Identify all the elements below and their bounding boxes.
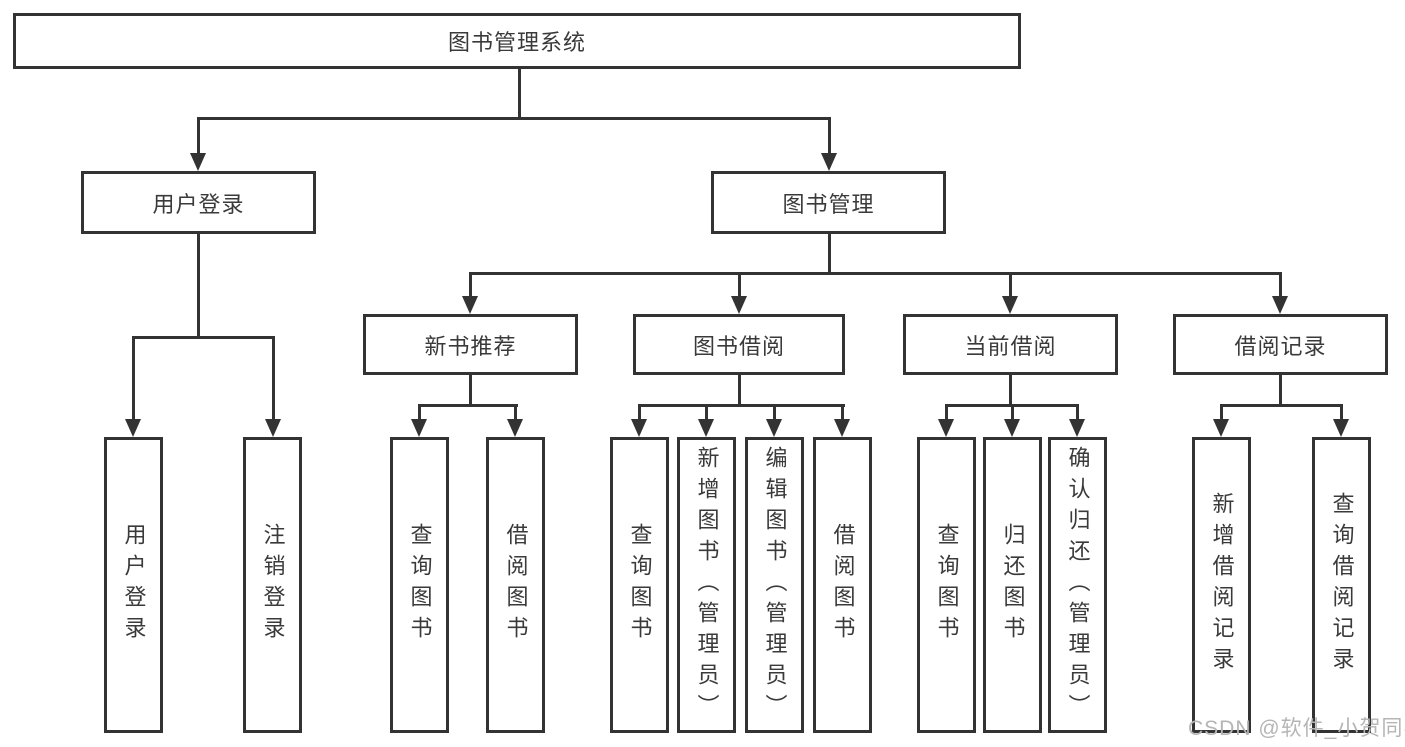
connector-hline xyxy=(1220,404,1343,407)
arrow-down-icon xyxy=(698,419,714,437)
connector-vline xyxy=(705,404,708,420)
leaf-confirm-return-admin-label: 确认归还（管理员） xyxy=(1065,445,1091,725)
connector-vline xyxy=(469,272,472,298)
node-root-label: 图书管理系统 xyxy=(447,30,586,55)
node-borrow-records: 借阅记录 xyxy=(1173,314,1388,375)
leaf-query-books-current: 查询图书 xyxy=(917,437,976,733)
arrow-down-icon xyxy=(462,296,478,314)
connector-vline xyxy=(1279,272,1282,298)
node-book-management: 图书管理 xyxy=(711,171,946,234)
connector-vline xyxy=(773,404,776,420)
node-book-borrow-label: 图书借阅 xyxy=(692,333,785,359)
leaf-query-books-recommend: 查询图书 xyxy=(390,437,449,733)
leaf-query-borrow-record: 查询借阅记录 xyxy=(1312,437,1371,733)
leaf-edit-book-admin-label: 编辑图书（管理员） xyxy=(762,445,788,725)
arrow-down-icon xyxy=(265,419,281,437)
leaf-query-books-borrow: 查询图书 xyxy=(610,437,669,733)
connector-vline xyxy=(197,117,200,155)
arrow-down-icon xyxy=(411,419,427,437)
node-user-login: 用户登录 xyxy=(81,171,316,234)
connector-hline xyxy=(469,272,1282,275)
leaf-borrow-books-borrow-label: 借阅图书 xyxy=(830,523,856,647)
connector-vline xyxy=(841,404,844,420)
connector-vline xyxy=(828,234,831,275)
leaf-user-login-label: 用户登录 xyxy=(121,523,147,647)
connector-vline xyxy=(469,375,472,407)
leaf-user-login: 用户登录 xyxy=(104,437,163,733)
arrow-down-icon xyxy=(1004,419,1020,437)
connector-hline xyxy=(418,404,518,407)
node-book-borrow: 图书借阅 xyxy=(633,314,845,375)
arrow-down-icon xyxy=(821,153,837,171)
leaf-return-book-label: 归还图书 xyxy=(1000,523,1026,647)
leaf-borrow-books-borrow: 借阅图书 xyxy=(813,437,872,733)
connector-vline xyxy=(514,404,517,420)
leaf-logout-label: 注销登录 xyxy=(260,523,286,647)
arrow-down-icon xyxy=(1213,419,1229,437)
connector-vline xyxy=(1009,272,1012,298)
arrow-down-icon xyxy=(766,419,782,437)
leaf-add-book-admin: 新增图书（管理员） xyxy=(677,437,736,733)
arrow-down-icon xyxy=(631,419,647,437)
arrow-down-icon xyxy=(1333,419,1349,437)
connector-hline xyxy=(197,117,830,120)
connector-vline xyxy=(518,66,521,118)
connector-vline xyxy=(1340,404,1343,420)
node-new-book-recommend: 新书推荐 xyxy=(363,314,578,375)
leaf-query-books-borrow-label: 查询图书 xyxy=(627,523,653,647)
connector-vline xyxy=(1009,375,1012,407)
connector-vline xyxy=(418,404,421,420)
connector-hline xyxy=(132,336,274,339)
leaf-query-books-current-label: 查询图书 xyxy=(934,523,960,647)
leaf-query-borrow-record-label: 查询借阅记录 xyxy=(1329,492,1355,678)
leaf-add-book-admin-label: 新增图书（管理员） xyxy=(694,445,720,725)
arrow-down-icon xyxy=(1272,296,1288,314)
node-root: 图书管理系统 xyxy=(13,13,1021,69)
arrow-down-icon xyxy=(507,419,523,437)
node-current-borrow-label: 当前借阅 xyxy=(964,333,1057,359)
connector-vline xyxy=(132,336,135,420)
arrow-down-icon xyxy=(125,419,141,437)
arrow-down-icon xyxy=(834,419,850,437)
connector-hline xyxy=(638,404,845,407)
leaf-edit-book-admin: 编辑图书（管理员） xyxy=(745,437,804,733)
leaf-return-book: 归还图书 xyxy=(983,437,1042,733)
node-book-management-label: 图书管理 xyxy=(782,191,875,217)
watermark: CSDN @软件_小贺同学 xyxy=(1188,717,1405,740)
connector-vline xyxy=(272,336,275,420)
connector-vline xyxy=(197,234,200,338)
connector-vline xyxy=(1011,404,1014,420)
leaf-add-borrow-record: 新增借阅记录 xyxy=(1192,437,1251,733)
arrow-down-icon xyxy=(731,296,747,314)
arrow-down-icon xyxy=(1002,296,1018,314)
connector-vline xyxy=(638,404,641,420)
connector-vline xyxy=(738,375,741,407)
connector-vline xyxy=(945,404,948,420)
leaf-confirm-return-admin: 确认归还（管理员） xyxy=(1048,437,1107,733)
node-borrow-records-label: 借阅记录 xyxy=(1234,333,1327,359)
leaf-add-borrow-record-label: 新增借阅记录 xyxy=(1209,492,1235,678)
leaf-query-books-recommend-label: 查询图书 xyxy=(407,523,433,647)
connector-vline xyxy=(828,117,831,155)
arrow-down-icon xyxy=(190,153,206,171)
connector-vline xyxy=(1220,404,1223,420)
connector-vline xyxy=(1279,375,1282,407)
leaf-borrow-books-recommend-label: 借阅图书 xyxy=(503,523,529,647)
node-new-book-recommend-label: 新书推荐 xyxy=(424,333,517,359)
arrow-down-icon xyxy=(1069,419,1085,437)
connector-vline xyxy=(1076,404,1079,420)
node-current-borrow: 当前借阅 xyxy=(903,314,1118,375)
leaf-logout: 注销登录 xyxy=(243,437,302,733)
leaf-borrow-books-recommend: 借阅图书 xyxy=(486,437,545,733)
connector-vline xyxy=(738,272,741,298)
node-user-login-label: 用户登录 xyxy=(152,191,245,217)
arrow-down-icon xyxy=(938,419,954,437)
